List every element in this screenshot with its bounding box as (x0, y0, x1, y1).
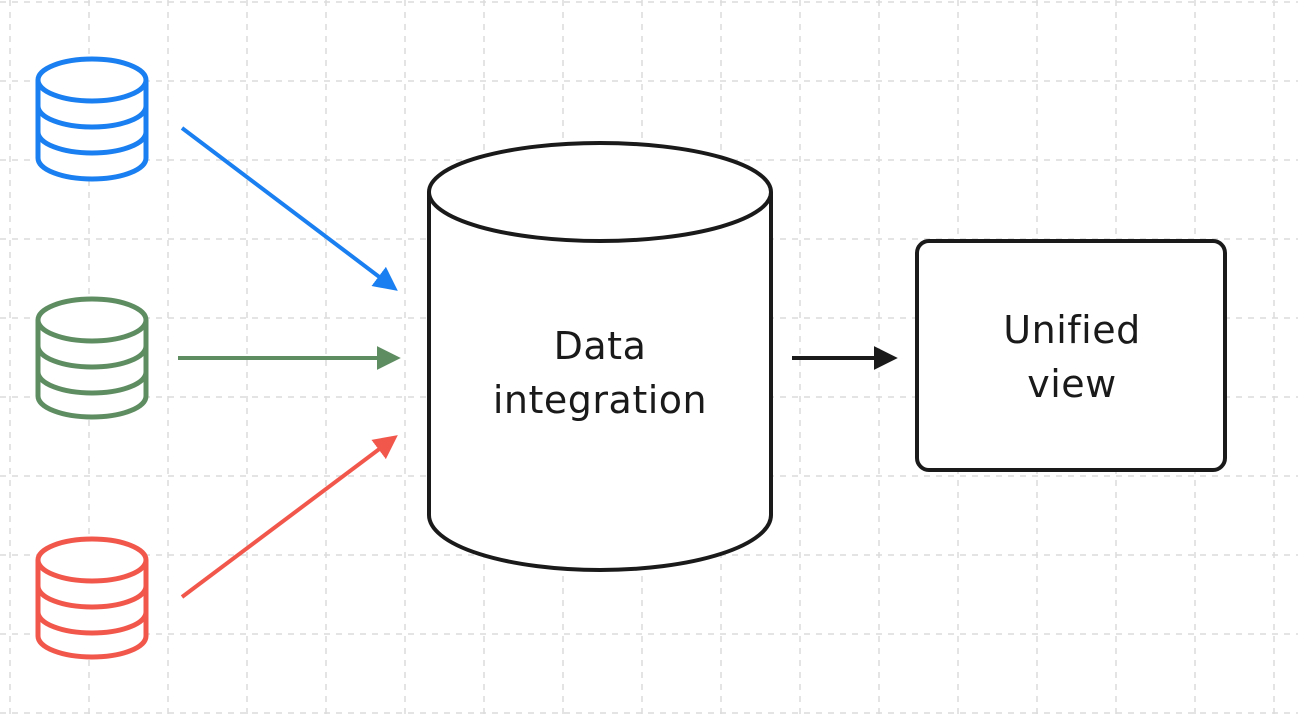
source-database-green-icon (35, 296, 149, 420)
arrow-red-to-hub (180, 435, 398, 599)
source-database-red-icon (35, 536, 149, 660)
hub-label: Data integration (430, 318, 770, 428)
data-integration-cylinder-icon (427, 141, 773, 572)
output-label: Unified view (918, 302, 1226, 412)
hub-label-line-1: Data (553, 324, 647, 368)
output-label-line-1: Unified (1003, 308, 1141, 352)
unified-view-box (915, 239, 1227, 472)
arrow-blue-to-hub (180, 126, 398, 291)
output-label-line-2: view (1027, 362, 1117, 406)
source-database-blue-icon (35, 56, 149, 182)
hub-label-line-2: integration (492, 378, 708, 422)
